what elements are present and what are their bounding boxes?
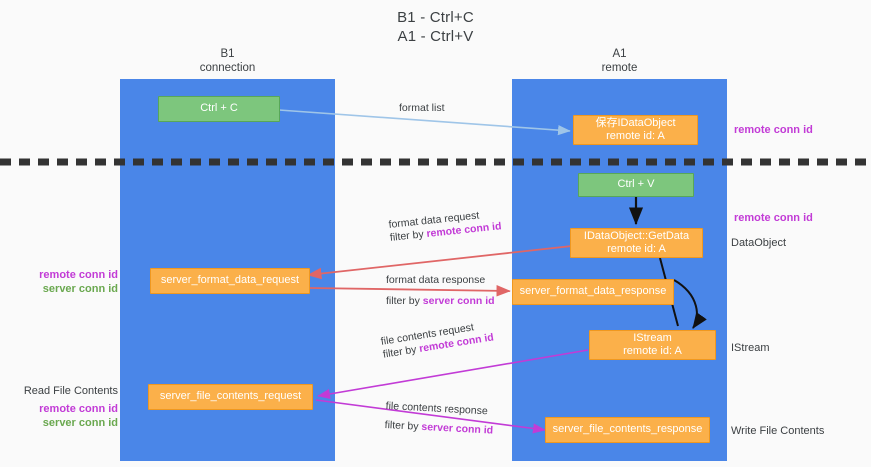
annotation-left-conn-ids-bottom: remote conn id server conn id [22, 402, 118, 430]
box-server-format-data-response-label: server_format_data_response [519, 285, 667, 298]
box-ctrl-c[interactable]: Ctrl + C [158, 96, 280, 122]
annotation-text-server-conn-id: server conn id [42, 417, 118, 429]
annotation-text: Write File Contents [731, 425, 825, 437]
box-server-format-data-request-label: server_format_data_request [160, 274, 300, 287]
edge-label-file-contents-response-filter: filter by server conn id [384, 419, 493, 438]
edge-label-format-list-text: format list [399, 102, 445, 114]
filter-key-server-conn-id: server conn id [422, 295, 495, 307]
box-istream-line-1: IStream [633, 331, 672, 344]
box-server-file-contents-request-label: server_file_contents_request [159, 390, 302, 403]
annotation-right-istream: IStream [731, 341, 770, 355]
box-ctrl-v-label: Ctrl + V [617, 178, 655, 191]
diagram-title: B1 - Ctrl+C A1 - Ctrl+V [0, 8, 871, 46]
annotation-text-remote-conn-id: remote conn id [39, 269, 118, 281]
box-server-format-data-response[interactable]: server_format_data_response [512, 279, 674, 305]
annotation-text: Read File Contents [23, 385, 118, 397]
title-line-2: A1 - Ctrl+V [397, 28, 474, 45]
annotation-text: IStream [731, 342, 770, 354]
lane-header-b1-name: B1 [220, 48, 235, 60]
annotation-text: remote conn id [734, 124, 813, 136]
filter-prefix: filter by [389, 228, 428, 244]
lane-header-a1-role: remote [601, 62, 638, 74]
box-server-file-contents-response[interactable]: server_file_contents_response [545, 417, 710, 443]
annotation-right-write-file-contents: Write File Contents [731, 424, 824, 438]
edge-label-format-data-request: format data request filter by remote con… [388, 207, 502, 245]
box-idataobject-store-line-1: 保存IDataObject [595, 116, 676, 129]
annotation-text: remote conn id [734, 212, 813, 224]
annotation-text-server-conn-id: server conn id [42, 283, 118, 295]
box-idataobject-store[interactable]: 保存IDataObject remote id: A [573, 115, 698, 145]
box-getdata-line-2: remote id: A [607, 243, 666, 255]
lane-header-b1: B1 connection [120, 47, 335, 75]
lane-header-b1-role: connection [199, 62, 256, 74]
edge-label-format-data-response-text: format data response [386, 274, 486, 286]
annotation-left-read-file-contents: Read File Contents [14, 384, 118, 398]
filter-key-server-conn-id: server conn id [421, 420, 494, 437]
box-getdata[interactable]: IDataObject::GetData remote id: A [570, 228, 703, 258]
box-server-file-contents-response-label: server_file_contents_response [552, 423, 703, 436]
box-idataobject-store-line-2: remote id: A [606, 130, 665, 142]
filter-prefix: filter by [384, 418, 422, 433]
box-ctrl-c-label: Ctrl + C [200, 102, 238, 115]
box-istream[interactable]: IStream remote id: A [589, 330, 716, 360]
box-server-file-contents-request[interactable]: server_file_contents_request [148, 384, 313, 410]
filter-prefix: filter by [386, 295, 423, 307]
lane-header-a1: A1 remote [512, 47, 727, 75]
annotation-text-remote-conn-id: remote conn id [39, 403, 118, 415]
edge-label-file-contents-request: file contents request filter by remote c… [380, 318, 495, 361]
edge-label-format-data-response-filter: filter by server conn id [386, 295, 495, 308]
edge-label-file-contents-response-text: file contents response [385, 400, 489, 418]
box-ctrl-v[interactable]: Ctrl + V [578, 173, 694, 197]
box-istream-line-2: remote id: A [623, 345, 682, 357]
annotation-right-remote-conn-id-mid: remote conn id [734, 211, 813, 225]
edge-label-format-data-response: format data response filter by server co… [386, 274, 495, 308]
lane-header-a1-name: A1 [612, 48, 627, 60]
annotation-right-remote-conn-id-top: remote conn id [734, 123, 813, 137]
edge-label-file-contents-response: file contents response filter by server … [384, 400, 494, 438]
box-server-format-data-request[interactable]: server_format_data_request [150, 268, 310, 294]
annotation-text: DataObject [731, 237, 787, 249]
title-line-1: B1 - Ctrl+C [397, 9, 474, 26]
edge-label-format-list: format list [399, 102, 445, 115]
box-getdata-line-1: IDataObject::GetData [583, 229, 690, 242]
annotation-right-dataobject: DataObject [731, 236, 786, 250]
annotation-left-conn-ids-top: remote conn id server conn id [22, 268, 118, 296]
